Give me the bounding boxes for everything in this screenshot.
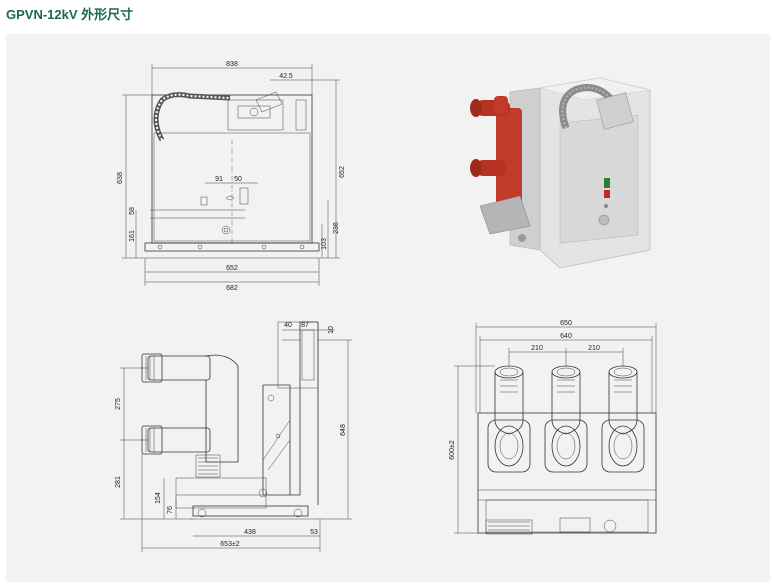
dim-652: 652 [226,265,238,272]
dim-650: 650 [560,320,572,327]
dim-50: 50 [234,176,242,183]
side-view [120,321,352,552]
pole-3 [601,365,645,473]
dim-87: 87 [301,322,309,329]
pole-1 [487,365,531,473]
dim-161: 161 [129,230,136,242]
dim-640: 640 [560,333,572,340]
dim-682: 682 [226,285,238,292]
dim-103: 103 [321,238,328,250]
dim-42-5: 42.5 [279,73,293,80]
dim-652-right: 652 [339,166,346,178]
dim-236: 236 [333,222,340,234]
dim-210-left: 210 [531,345,543,352]
dim-600: 600±2 [449,440,456,460]
pole-2 [544,365,588,473]
dim-275: 275 [115,398,122,410]
top-view-dimensions: 650 640 210 210 600±2 [449,320,600,460]
dim-438: 438 [244,529,256,536]
breaker-photo [470,77,651,269]
dim-53: 53 [310,529,318,536]
dim-58: 58 [129,207,136,215]
front-view [122,64,340,286]
page-title: GPVN-12kV 外形尺寸 [6,7,134,22]
dim-653: 653±2 [220,541,240,548]
top-view [454,323,657,535]
dim-154: 154 [155,492,162,504]
side-view-dimensions: 40 87 10 275 281 154 76 648 438 53 653±2 [115,322,347,548]
dim-76: 76 [167,506,174,514]
dim-10: 10 [328,326,335,334]
dim-838: 838 [226,61,238,68]
dim-281: 281 [115,476,122,488]
dim-648: 648 [340,424,347,436]
dim-638: 638 [117,172,124,184]
front-view-dimensions: 838 42.5 638 652 91 50 58 161 103 236 65… [117,61,346,292]
dim-91: 91 [215,176,223,183]
dim-40: 40 [284,322,292,329]
dim-210-right: 210 [588,345,600,352]
